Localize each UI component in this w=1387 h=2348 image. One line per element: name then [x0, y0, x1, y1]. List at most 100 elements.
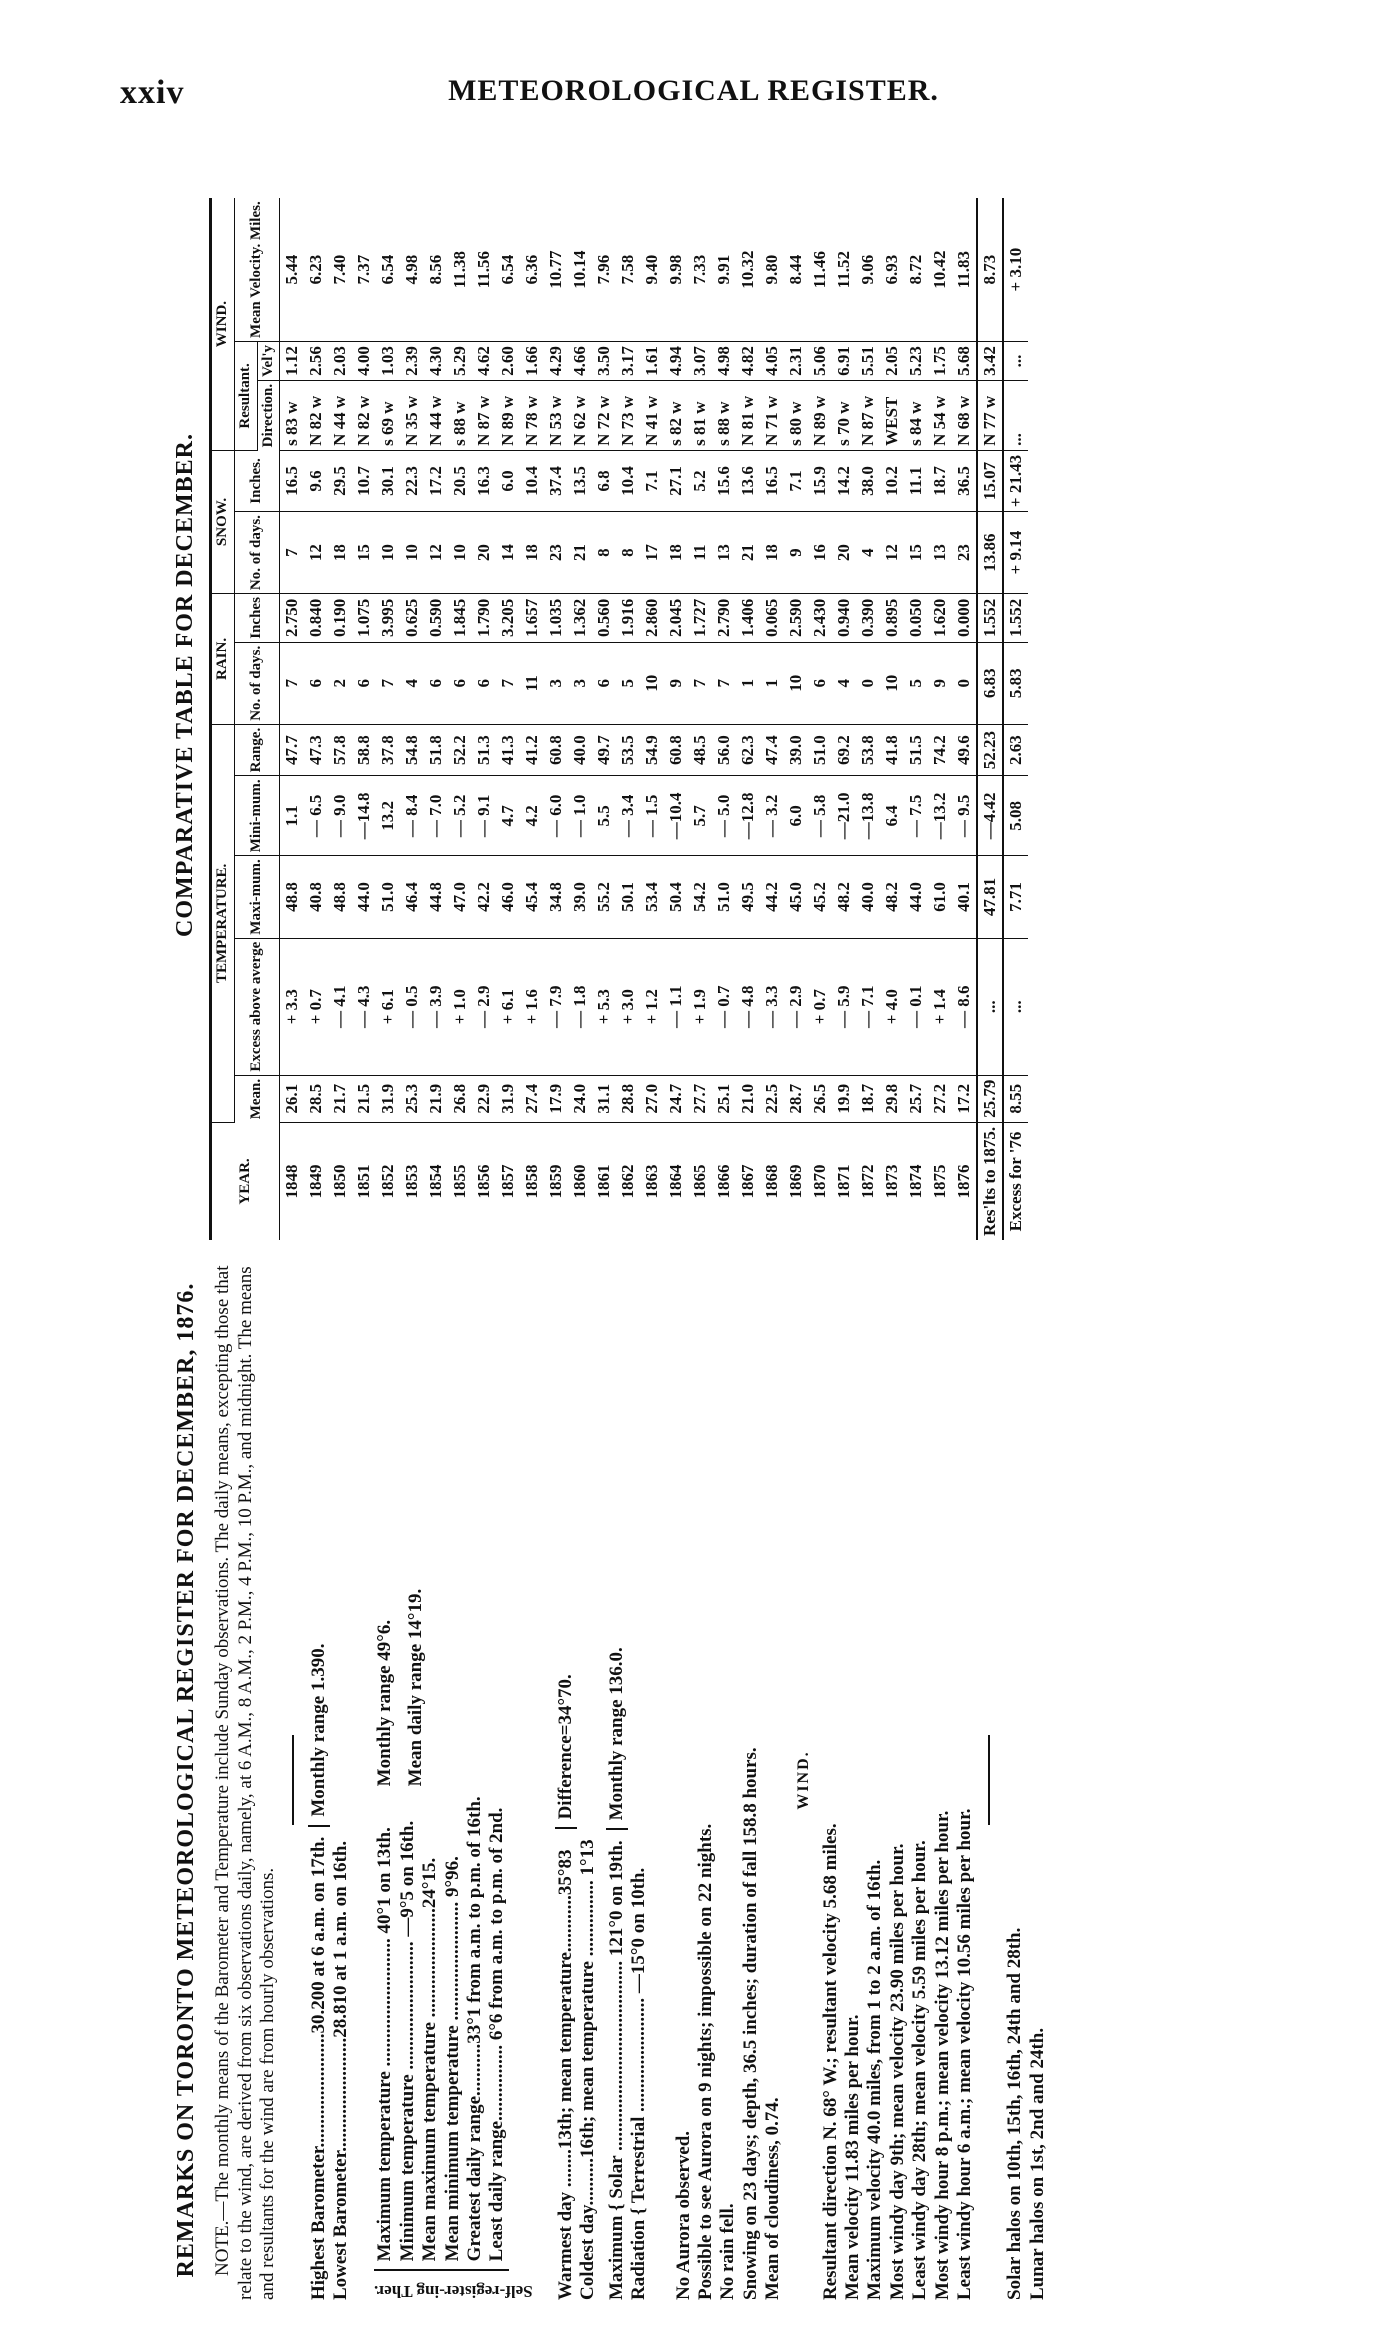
table-cell: 10.7	[352, 450, 377, 512]
table-cell: — 7.1	[856, 938, 881, 1076]
table-cell: —13.8	[856, 775, 881, 856]
table-cell: 15.9	[808, 450, 833, 512]
table-cell: + 5.3	[592, 938, 617, 1076]
table-cell: 1856	[474, 1164, 494, 1199]
table-cell: 3.07	[688, 341, 713, 381]
misc-list: No Aurora observed. Possible to see Auro…	[673, 1260, 785, 2300]
table-cell: N 87 w	[856, 380, 881, 451]
table-cell: Excess for '76	[1003, 1122, 1029, 1240]
table-cell: — 1.8	[568, 938, 593, 1076]
col-mean-velocity: Mean Velocity. Miles.	[234, 198, 280, 342]
table-cell: N 62 w	[568, 380, 593, 451]
wind-item: Resultant direction N. 68° W.; resultant…	[819, 1823, 841, 2300]
table-cell: 44.2	[760, 855, 785, 939]
table-cell: ...	[977, 938, 1004, 1076]
table-cell: + 1.4	[928, 938, 953, 1076]
table-cell: 0.050	[904, 593, 929, 643]
table-cell: 5.5	[592, 775, 617, 856]
table-cell: 45.0	[784, 855, 809, 939]
table-cell: 11	[520, 642, 545, 725]
table-cell: 7	[688, 642, 713, 725]
table-cell: — 3.2	[760, 775, 785, 856]
col-snow-days: No. of days.	[234, 511, 280, 594]
table-cell: — 1.1	[664, 938, 689, 1076]
table-cell: 8	[616, 511, 641, 594]
table-cell: + 21.43	[1003, 450, 1029, 512]
misc-item: No rain fell.	[717, 2203, 739, 2300]
table-cell: + 0.7	[304, 938, 329, 1076]
table-cell: 8.73	[977, 198, 1004, 342]
table-cell: 2.790	[712, 593, 737, 643]
table-cell: 19.9	[832, 1075, 857, 1123]
table-cell: 22.9	[472, 1075, 497, 1123]
table-cell: 1861	[594, 1164, 614, 1199]
table-cell: 39.0	[784, 724, 809, 776]
wind-heading: WIND.	[794, 1750, 812, 1810]
table-cell: 9.40	[640, 198, 665, 342]
divider	[988, 1735, 991, 1825]
table-cell: 15	[904, 511, 929, 594]
table-cell: 9.80	[760, 198, 785, 342]
col-velocity: Vel'y	[257, 341, 280, 381]
table-cell: 12	[304, 511, 329, 594]
table-cell: 6	[808, 642, 833, 725]
table-cell: 15	[352, 511, 377, 594]
col-year: YEAR.	[210, 1122, 280, 1240]
table-cell: 4.30	[424, 341, 449, 381]
table-cell: 6	[304, 642, 329, 725]
table-cell: 3	[568, 642, 593, 725]
table-cell: 10.2	[880, 450, 905, 512]
table-cell: 23	[952, 511, 978, 594]
table-cell: 1850	[330, 1164, 350, 1199]
table-cell: N 35 w	[400, 380, 425, 451]
table-cell: — 5.9	[832, 938, 857, 1076]
table-cell: 1.61	[640, 341, 665, 381]
radiation-label: Radiation	[628, 2219, 650, 2300]
table-cell: 25.3	[400, 1075, 425, 1123]
table-cell: 7.40	[328, 198, 353, 342]
table-cell: + 6.1	[376, 938, 401, 1076]
radiation-terrestrial: Terrestrial ........................ —15…	[628, 1867, 650, 2204]
table-cell: + 3.3	[279, 938, 305, 1076]
table-cell: 7	[279, 642, 305, 725]
table-cell: 1.1	[279, 775, 305, 856]
table-cell: 6.93	[880, 198, 905, 342]
table-cell: 1854	[426, 1164, 446, 1199]
table-cell: 1.406	[736, 593, 761, 643]
table-cell: 4	[856, 511, 881, 594]
table-cell: 4.7	[496, 775, 521, 856]
table-cell: 54.8	[400, 724, 425, 776]
table-cell: 60.8	[664, 724, 689, 776]
table-cell: — 4.3	[352, 938, 377, 1076]
col-range: Range.	[234, 724, 280, 776]
table-cell: 6.0	[496, 450, 521, 512]
col-minimum: Mini-mum.	[234, 775, 280, 856]
table-cell: 3	[544, 642, 569, 725]
table-cell: 44.0	[904, 855, 929, 939]
table-cell: 7.58	[616, 198, 641, 342]
col-snow-inches: Inches.	[234, 450, 280, 512]
table-cell: 11.1	[904, 450, 929, 512]
table-cell: 6	[352, 642, 377, 725]
table-cell: + 1.2	[640, 938, 665, 1076]
table-cell: 22.3	[400, 450, 425, 512]
table-cell: 31.9	[496, 1075, 521, 1123]
table-cell: 0.390	[856, 593, 881, 643]
table-cell: 14	[496, 511, 521, 594]
table-cell: 45.2	[808, 855, 833, 939]
table-cell: 20	[832, 511, 857, 594]
table-cell: — 8.6	[952, 938, 978, 1076]
table-cell: 5.7	[688, 775, 713, 856]
table-cell: 48.5	[688, 724, 713, 776]
table-cell: — 7.0	[424, 775, 449, 856]
table-cell: 9.91	[712, 198, 737, 342]
table-cell: 6.8	[592, 450, 617, 512]
